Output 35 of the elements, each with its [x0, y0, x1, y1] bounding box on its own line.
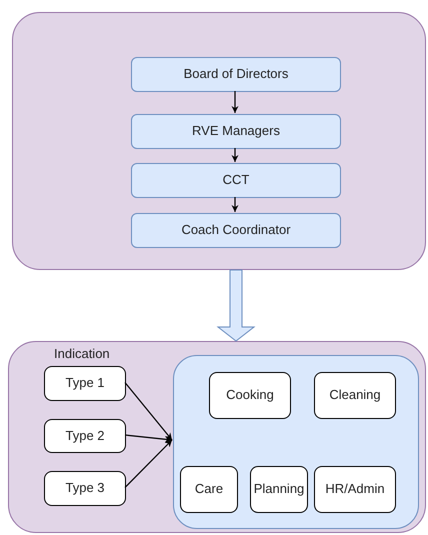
box-label: Planning [254, 481, 304, 498]
process-box [131, 114, 341, 149]
process-box [131, 57, 341, 92]
process-box [44, 366, 126, 401]
process-box [131, 163, 341, 198]
box-label: Cooking [226, 387, 274, 404]
box-label: Type 3 [65, 480, 105, 497]
arrow [124, 440, 172, 488]
box-label: Care [194, 481, 224, 498]
container-panel [12, 12, 426, 270]
process-box [180, 466, 238, 513]
box-label: RVE Managers [192, 123, 280, 140]
box-label: Cleaning [329, 387, 381, 404]
box-label: Type 1 [65, 375, 105, 392]
arrow [124, 434, 172, 443]
process-box [209, 372, 291, 419]
arrow [124, 382, 172, 440]
process-box [314, 372, 396, 419]
group-panel [173, 355, 419, 529]
process-box [131, 213, 341, 248]
process-box [314, 466, 396, 513]
group-heading: Indication [54, 345, 110, 363]
block-arrow [216, 270, 256, 342]
box-label: Type 2 [65, 428, 105, 444]
arrow [232, 148, 238, 162]
box-label: HR/Admin [325, 481, 385, 498]
arrow [232, 197, 238, 212]
container-panel [8, 341, 426, 533]
process-box [44, 471, 126, 506]
box-label: Board of Directors [184, 66, 288, 83]
box-label: Coach Coordinator [181, 222, 291, 239]
process-box [250, 466, 308, 513]
arrow [232, 91, 238, 113]
box-label: CCT [222, 172, 250, 189]
process-box [44, 419, 126, 453]
